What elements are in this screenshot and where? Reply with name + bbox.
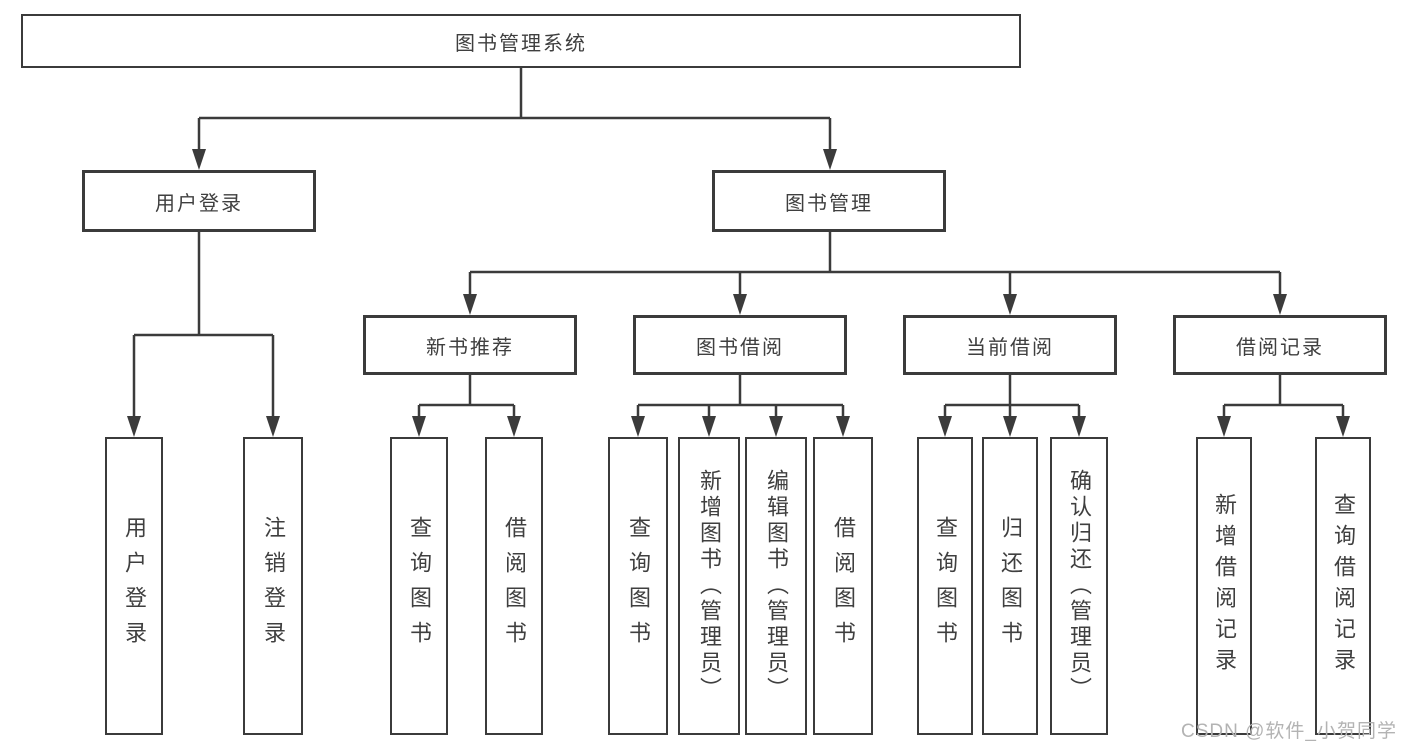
connector-book-management-to-level3	[463, 232, 1287, 315]
connector-book-borrow-to-leaves	[631, 375, 850, 437]
leaf-borrow-books: 借阅图书	[813, 437, 873, 735]
node-label: 归还图书	[998, 516, 1023, 656]
node-book-borrow: 图书借阅	[633, 315, 847, 375]
leaf-logout: 注销登录	[243, 437, 303, 735]
leaf-borrow-books-newbook: 借阅图书	[485, 437, 543, 735]
node-label: 借阅记录	[1236, 336, 1324, 359]
arrow-down-icon	[702, 416, 716, 437]
node-label: 新增借阅记录	[1212, 493, 1237, 679]
connector-current-borrow-to-leaves	[938, 375, 1086, 437]
node-label: 查询借阅记录	[1331, 493, 1356, 679]
node-borrow-records: 借阅记录	[1173, 315, 1387, 375]
leaf-return-books: 归还图书	[982, 437, 1038, 735]
arrow-down-icon	[266, 416, 280, 437]
arrow-down-icon	[733, 294, 747, 315]
arrow-down-icon	[192, 149, 206, 170]
leaf-confirm-return-admin: 确认归还（管理员）	[1050, 437, 1108, 735]
leaf-query-books-newbook: 查询图书	[390, 437, 448, 735]
node-label: 借阅图书	[831, 516, 856, 656]
arrow-down-icon	[836, 416, 850, 437]
node-label: 当前借阅	[966, 336, 1054, 359]
node-label: 借阅图书	[502, 516, 527, 656]
connector-root-to-level2	[192, 68, 837, 170]
leaf-query-books-current: 查询图书	[917, 437, 973, 735]
arrow-down-icon	[1003, 294, 1017, 315]
arrow-down-icon	[823, 149, 837, 170]
arrow-down-icon	[412, 416, 426, 437]
arrow-down-icon	[1003, 416, 1017, 437]
arrow-down-icon	[507, 416, 521, 437]
node-label: 图书管理系统	[455, 32, 587, 55]
leaf-add-books-admin: 新增图书（管理员）	[678, 437, 740, 735]
arrow-down-icon	[631, 416, 645, 437]
leaf-query-borrow-record: 查询借阅记录	[1315, 437, 1371, 735]
node-label: 注销登录	[261, 516, 286, 656]
node-root-system: 图书管理系统	[21, 14, 1021, 68]
node-book-management: 图书管理	[712, 170, 946, 232]
node-label: 查询图书	[407, 516, 432, 656]
node-label: 用户登录	[122, 516, 147, 656]
leaf-edit-books-admin: 编辑图书（管理员）	[745, 437, 807, 735]
arrow-down-icon	[1217, 416, 1231, 437]
node-label: 查询图书	[626, 516, 651, 656]
arrow-down-icon	[938, 416, 952, 437]
node-label: 新增图书（管理员）	[697, 469, 722, 703]
node-new-book-recommend: 新书推荐	[363, 315, 577, 375]
node-current-borrow: 当前借阅	[903, 315, 1117, 375]
leaf-add-borrow-record: 新增借阅记录	[1196, 437, 1252, 735]
node-label: 确认归还（管理员）	[1067, 469, 1092, 703]
arrow-down-icon	[463, 294, 477, 315]
node-label: 图书管理	[785, 192, 873, 215]
leaf-query-books-borrow: 查询图书	[608, 437, 668, 735]
connector-new-book-to-leaves	[412, 375, 521, 437]
node-label: 查询图书	[933, 516, 958, 656]
connector-user-login-to-leaves	[127, 232, 280, 437]
node-label: 图书借阅	[696, 336, 784, 359]
arrow-down-icon	[1336, 416, 1350, 437]
connector-borrow-records-to-leaves	[1217, 375, 1350, 437]
arrow-down-icon	[1273, 294, 1287, 315]
node-label: 编辑图书（管理员）	[764, 469, 789, 703]
node-label: 新书推荐	[426, 336, 514, 359]
arrow-down-icon	[1072, 416, 1086, 437]
leaf-user-login: 用户登录	[105, 437, 163, 735]
arrow-down-icon	[127, 416, 141, 437]
arrow-down-icon	[769, 416, 783, 437]
node-label: 用户登录	[155, 192, 243, 215]
node-user-login: 用户登录	[82, 170, 316, 232]
